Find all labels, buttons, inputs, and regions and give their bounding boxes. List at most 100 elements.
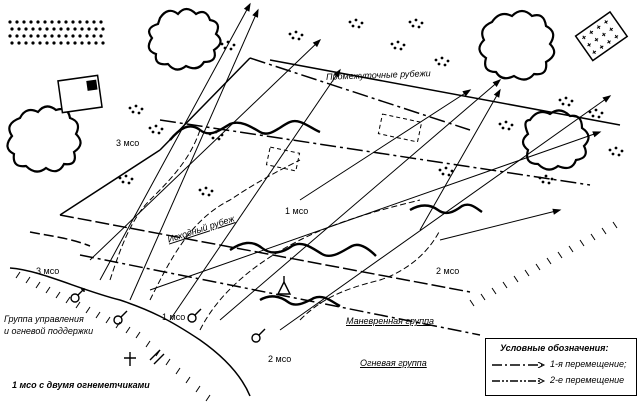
dot-mark bbox=[59, 41, 63, 45]
dot-mark bbox=[85, 20, 89, 24]
trajectories bbox=[109, 129, 441, 331]
terrain-edge-left bbox=[9, 231, 251, 397]
dot-grid-top-left bbox=[8, 20, 105, 45]
shrub-mark bbox=[217, 137, 221, 141]
shrub-mark bbox=[399, 47, 403, 51]
bottom-caption: 1 мсо с двумя огнеметчиками bbox=[12, 380, 150, 390]
shrub-mark bbox=[541, 180, 545, 184]
shrub-mark bbox=[351, 24, 355, 28]
dot-mark bbox=[24, 27, 28, 31]
shrub-mark bbox=[354, 18, 358, 22]
hatch-mark bbox=[135, 331, 141, 339]
shrub-mark bbox=[348, 20, 352, 24]
dot-mark bbox=[15, 20, 19, 24]
shrub-mark bbox=[294, 30, 298, 34]
dot-mark bbox=[43, 34, 47, 38]
shrub-mark bbox=[567, 103, 571, 107]
shrub-marks bbox=[118, 18, 624, 197]
unit-symbols bbox=[70, 276, 292, 366]
dot-mark bbox=[29, 20, 33, 24]
hatch-mark bbox=[469, 299, 475, 307]
cross-mark bbox=[614, 34, 619, 39]
hatch-mark bbox=[105, 316, 111, 324]
cross-mark bbox=[582, 35, 586, 40]
shrub-mark bbox=[570, 99, 574, 103]
hatch-mark bbox=[35, 281, 41, 289]
shrub-mark bbox=[558, 98, 562, 102]
dot-mark bbox=[71, 34, 75, 38]
dot-mark bbox=[92, 20, 96, 24]
shrub-mark bbox=[408, 20, 412, 24]
cross-mark bbox=[607, 39, 611, 44]
arrow-shaft bbox=[149, 131, 601, 291]
arrow-shaft bbox=[299, 89, 471, 201]
shrub-mark bbox=[561, 102, 565, 106]
shrub-mark bbox=[588, 110, 592, 114]
dot-mark bbox=[94, 27, 98, 31]
arrow-head bbox=[602, 95, 612, 103]
dot-mark bbox=[101, 41, 105, 45]
shrub-mark bbox=[446, 59, 450, 63]
shrub-mark bbox=[507, 127, 511, 131]
dot-mark bbox=[57, 20, 61, 24]
shrub-mark bbox=[360, 21, 364, 25]
hatch-mark bbox=[165, 358, 171, 366]
dot-mark bbox=[31, 41, 35, 45]
maneuver-group-label: Маневренная группа bbox=[346, 316, 435, 326]
dot-mark bbox=[66, 41, 70, 45]
arrow-head bbox=[333, 68, 341, 78]
legend-item-1: 1-я перемещение; bbox=[492, 359, 632, 371]
dot-mark bbox=[24, 41, 28, 45]
hatch-mark bbox=[579, 239, 585, 247]
hatch-mark bbox=[115, 321, 121, 329]
dot-mark bbox=[10, 27, 14, 31]
control-group-label-line2: и огневой поддержки bbox=[4, 326, 94, 336]
shrub-mark bbox=[151, 130, 155, 134]
cross-mark bbox=[594, 37, 599, 42]
shrub-mark bbox=[434, 58, 438, 62]
shrub-mark bbox=[300, 33, 304, 37]
shrub-mark bbox=[128, 106, 132, 110]
hatch-mark bbox=[175, 367, 181, 375]
wavy-lines bbox=[169, 119, 483, 308]
hatch-mark bbox=[513, 275, 519, 283]
shrub-mark bbox=[447, 173, 451, 177]
cross-mark bbox=[592, 50, 597, 55]
arrow-shaft bbox=[439, 209, 561, 241]
dot-mark bbox=[59, 27, 63, 31]
shrub-mark bbox=[547, 181, 551, 185]
shrub-mark bbox=[414, 18, 418, 22]
hatch-mark bbox=[15, 271, 21, 279]
shrub-mark bbox=[393, 46, 397, 50]
cross-mark bbox=[604, 20, 608, 24]
cross-mark bbox=[609, 27, 614, 32]
dot-mark bbox=[101, 27, 105, 31]
dot-mark bbox=[99, 20, 103, 24]
legend-item-2: 2-е перемещение bbox=[492, 375, 632, 387]
shrub-mark bbox=[160, 127, 164, 131]
shrub-mark bbox=[220, 42, 224, 46]
arrow-head bbox=[252, 8, 259, 18]
mso-1-center-label: 1 мсо bbox=[285, 206, 309, 216]
legend-label-1: 1-я перемещение; bbox=[550, 359, 627, 369]
shrub-mark bbox=[544, 174, 548, 178]
shrub-mark bbox=[157, 131, 161, 135]
control-group-label-line1: Группа управления bbox=[4, 314, 84, 324]
dot-mark bbox=[22, 20, 26, 24]
hatch-mark bbox=[491, 287, 497, 295]
shrub-mark bbox=[510, 123, 514, 127]
arrow-shaft bbox=[99, 3, 251, 281]
arrow-head bbox=[243, 2, 251, 12]
mso-2-right-label: 2 мсо bbox=[436, 266, 460, 276]
hatch-mark bbox=[524, 269, 530, 277]
fire-group-label: Огневая группа bbox=[360, 358, 427, 368]
shrub-mark bbox=[614, 146, 618, 150]
dot-mark bbox=[17, 41, 21, 45]
shrub-mark bbox=[594, 108, 598, 112]
cross-mark bbox=[599, 45, 604, 49]
shrub-mark bbox=[608, 148, 612, 152]
legend-line-dash-dot-dot bbox=[492, 378, 546, 384]
arrow-shaft bbox=[279, 95, 611, 331]
shrub-mark bbox=[232, 43, 236, 47]
